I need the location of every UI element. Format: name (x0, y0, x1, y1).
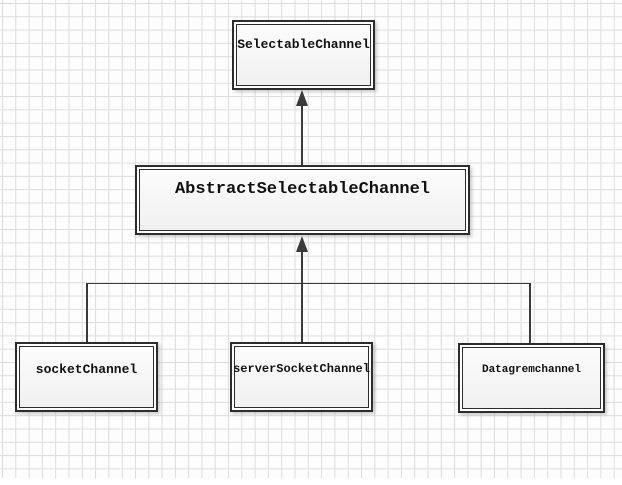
connector-datagram-drop[interactable] (529, 283, 531, 344)
node-socket-channel[interactable]: socketChannel (15, 342, 158, 412)
node-datagram-channel[interactable]: Datagremchannel (458, 343, 605, 413)
node-abstract-selectable-channel[interactable]: AbstractSelectableChannel (135, 165, 470, 235)
node-socket-channel-body: socketChannel (19, 346, 154, 408)
canvas-bottom-margin (0, 478, 622, 485)
node-abstract-selectable-channel-body: AbstractSelectableChannel (139, 169, 466, 231)
node-server-socket-channel[interactable]: serverSocketChannel (230, 342, 373, 412)
node-label: serverSocketChannel (233, 362, 370, 376)
node-selectable-channel-body: SelectableChannel (236, 24, 371, 86)
node-label: AbstractSelectableChannel (174, 180, 431, 199)
connector-abstract-to-selectable[interactable] (301, 105, 303, 166)
node-datagram-channel-body: Datagremchannel (462, 347, 601, 409)
node-server-socket-channel-body: serverSocketChannel (233, 346, 370, 408)
node-label: Datagremchannel (481, 364, 582, 376)
connector-socket-drop[interactable] (86, 283, 88, 343)
inheritance-arrowhead-middle (296, 236, 308, 252)
inheritance-arrowhead-top (296, 90, 308, 106)
node-selectable-channel[interactable]: SelectableChannel (232, 20, 375, 90)
node-label: SelectableChannel (237, 37, 370, 52)
connector-serversocket-to-abstract[interactable] (301, 251, 303, 343)
connector-horizontal-bus[interactable] (87, 283, 530, 284)
node-label: socketChannel (35, 362, 138, 377)
